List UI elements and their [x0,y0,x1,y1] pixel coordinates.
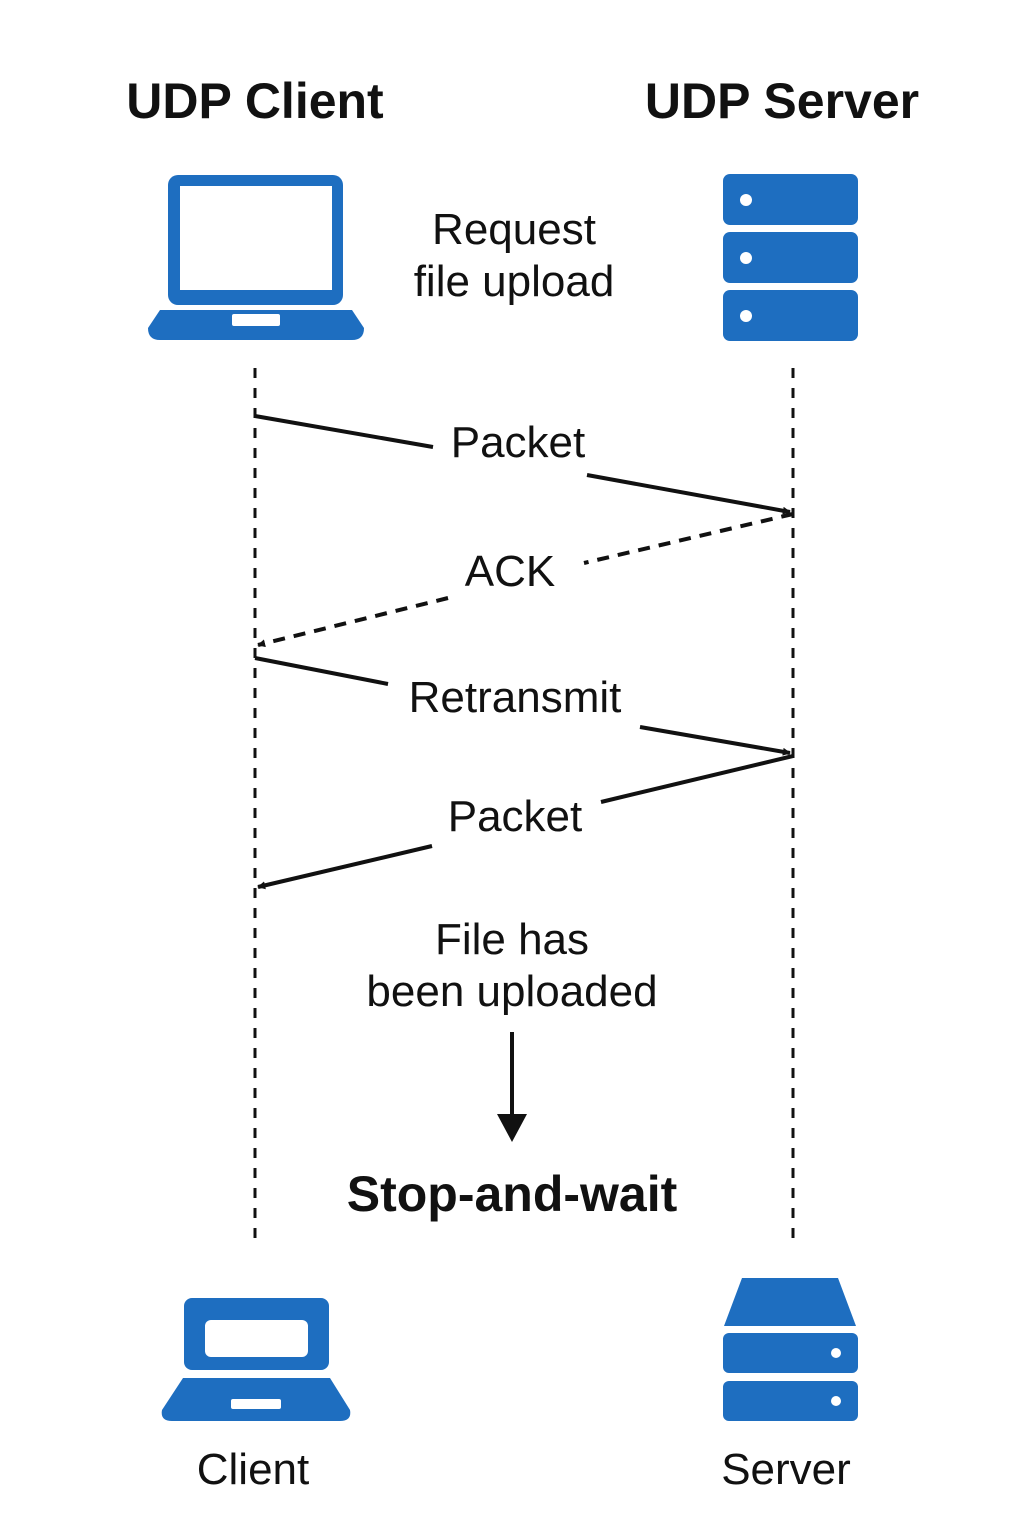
server-icon [723,1278,858,1421]
message-label: Packet [448,792,583,841]
message-retransmit: Retransmit [254,656,791,756]
message-label: Retransmit [409,673,622,722]
client-title: UDP Client [126,73,384,129]
server-title: UDP Server [645,73,919,129]
down-arrow [497,1032,527,1142]
server-label: Server [721,1445,851,1494]
conclusion-label: Stop-and-wait [347,1166,678,1222]
message-packet-2: Packet [257,754,794,890]
message-packet-1: Packet [254,414,791,515]
message-label: Packet [451,418,586,467]
request-note-line1: Request [432,205,596,254]
server-rack-icon [723,174,858,341]
message-ack: ACK [257,512,794,648]
result-note-line2: been uploaded [366,967,657,1016]
laptop-icon [148,175,364,340]
result-note-line1: File has [435,915,589,964]
client-label: Client [197,1445,310,1494]
message-label: ACK [465,547,555,596]
laptop-icon [161,1298,351,1421]
request-note-line2: file upload [414,257,615,306]
